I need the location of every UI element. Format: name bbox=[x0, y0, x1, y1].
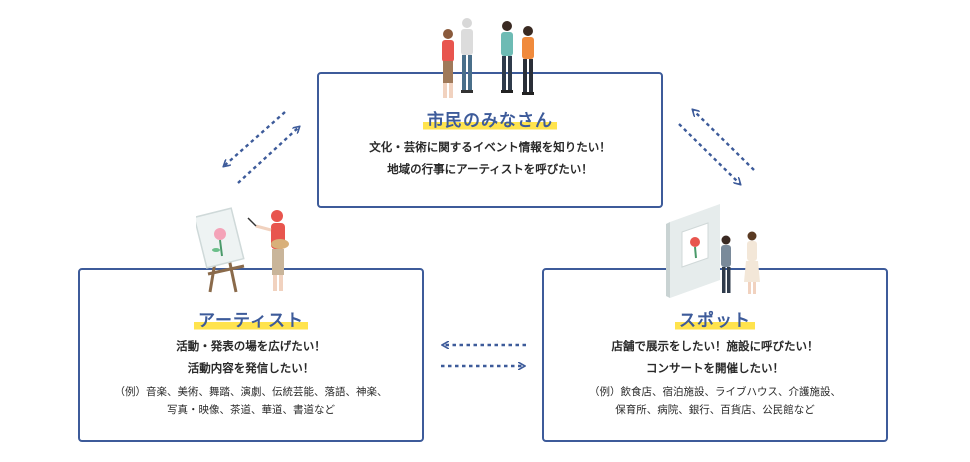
easel-icon bbox=[196, 207, 245, 293]
visitor-woman-icon bbox=[744, 231, 760, 294]
spot-line-2: コンサートを開催したい！ bbox=[646, 361, 784, 375]
artist-line-2: 活動内容を発信したい！ bbox=[187, 361, 315, 375]
spot-line-1: 店舗で展示をしたい！施設に呼びたい！ bbox=[611, 339, 819, 353]
citizens-group-illustration bbox=[442, 18, 534, 98]
arrow-to-citizens-from-spot bbox=[693, 110, 755, 171]
arrow-to-artist bbox=[224, 111, 286, 166]
citizens-title: 市民のみなさん bbox=[423, 111, 557, 131]
spot-title: スポット bbox=[675, 311, 755, 331]
citizens-box: 市民のみなさん 文化・芸術に関するイベント情報を知りたい！ 地域の行事にアーティ… bbox=[317, 72, 663, 208]
spot-examples-1: （例）飲食店、宿泊施設、ライブハウス、介護施設、 bbox=[589, 386, 841, 398]
spot-gallery-illustration bbox=[666, 204, 760, 298]
citizens-line-2: 地域の行事にアーティストを呼びたい！ bbox=[387, 162, 593, 176]
person-man-icon bbox=[522, 26, 534, 95]
artist-box: アーティスト 活動・発表の場を広げたい！ 活動内容を発信したい！ （例）音楽、美… bbox=[78, 268, 424, 442]
person-man-icon bbox=[461, 18, 473, 93]
arrow-to-spot bbox=[678, 123, 740, 184]
painter-person-icon bbox=[247, 210, 289, 291]
citizens-line-1: 文化・芸術に関するイベント情報を知りたい！ bbox=[369, 140, 611, 154]
person-man-icon bbox=[501, 21, 513, 93]
visitor-man-icon bbox=[721, 235, 731, 293]
gallery-wall-icon bbox=[666, 204, 720, 298]
artist-painter-illustration bbox=[196, 207, 289, 293]
person-woman-icon bbox=[442, 29, 454, 98]
artist-title: アーティスト bbox=[194, 311, 308, 331]
arrow-to-citizens-from-artist bbox=[237, 127, 299, 184]
spot-examples-2: 保育所、病院、銀行、百貨店、公民館など bbox=[615, 404, 815, 416]
artist-line-1: 活動・発表の場を広げたい！ bbox=[176, 339, 326, 353]
artist-examples-2: 写真・映像、茶道、華道、書道など bbox=[167, 404, 335, 416]
artist-examples-1: （例）音楽、美術、舞踏、演劇、伝統芸能、落語、神楽、 bbox=[114, 386, 388, 398]
